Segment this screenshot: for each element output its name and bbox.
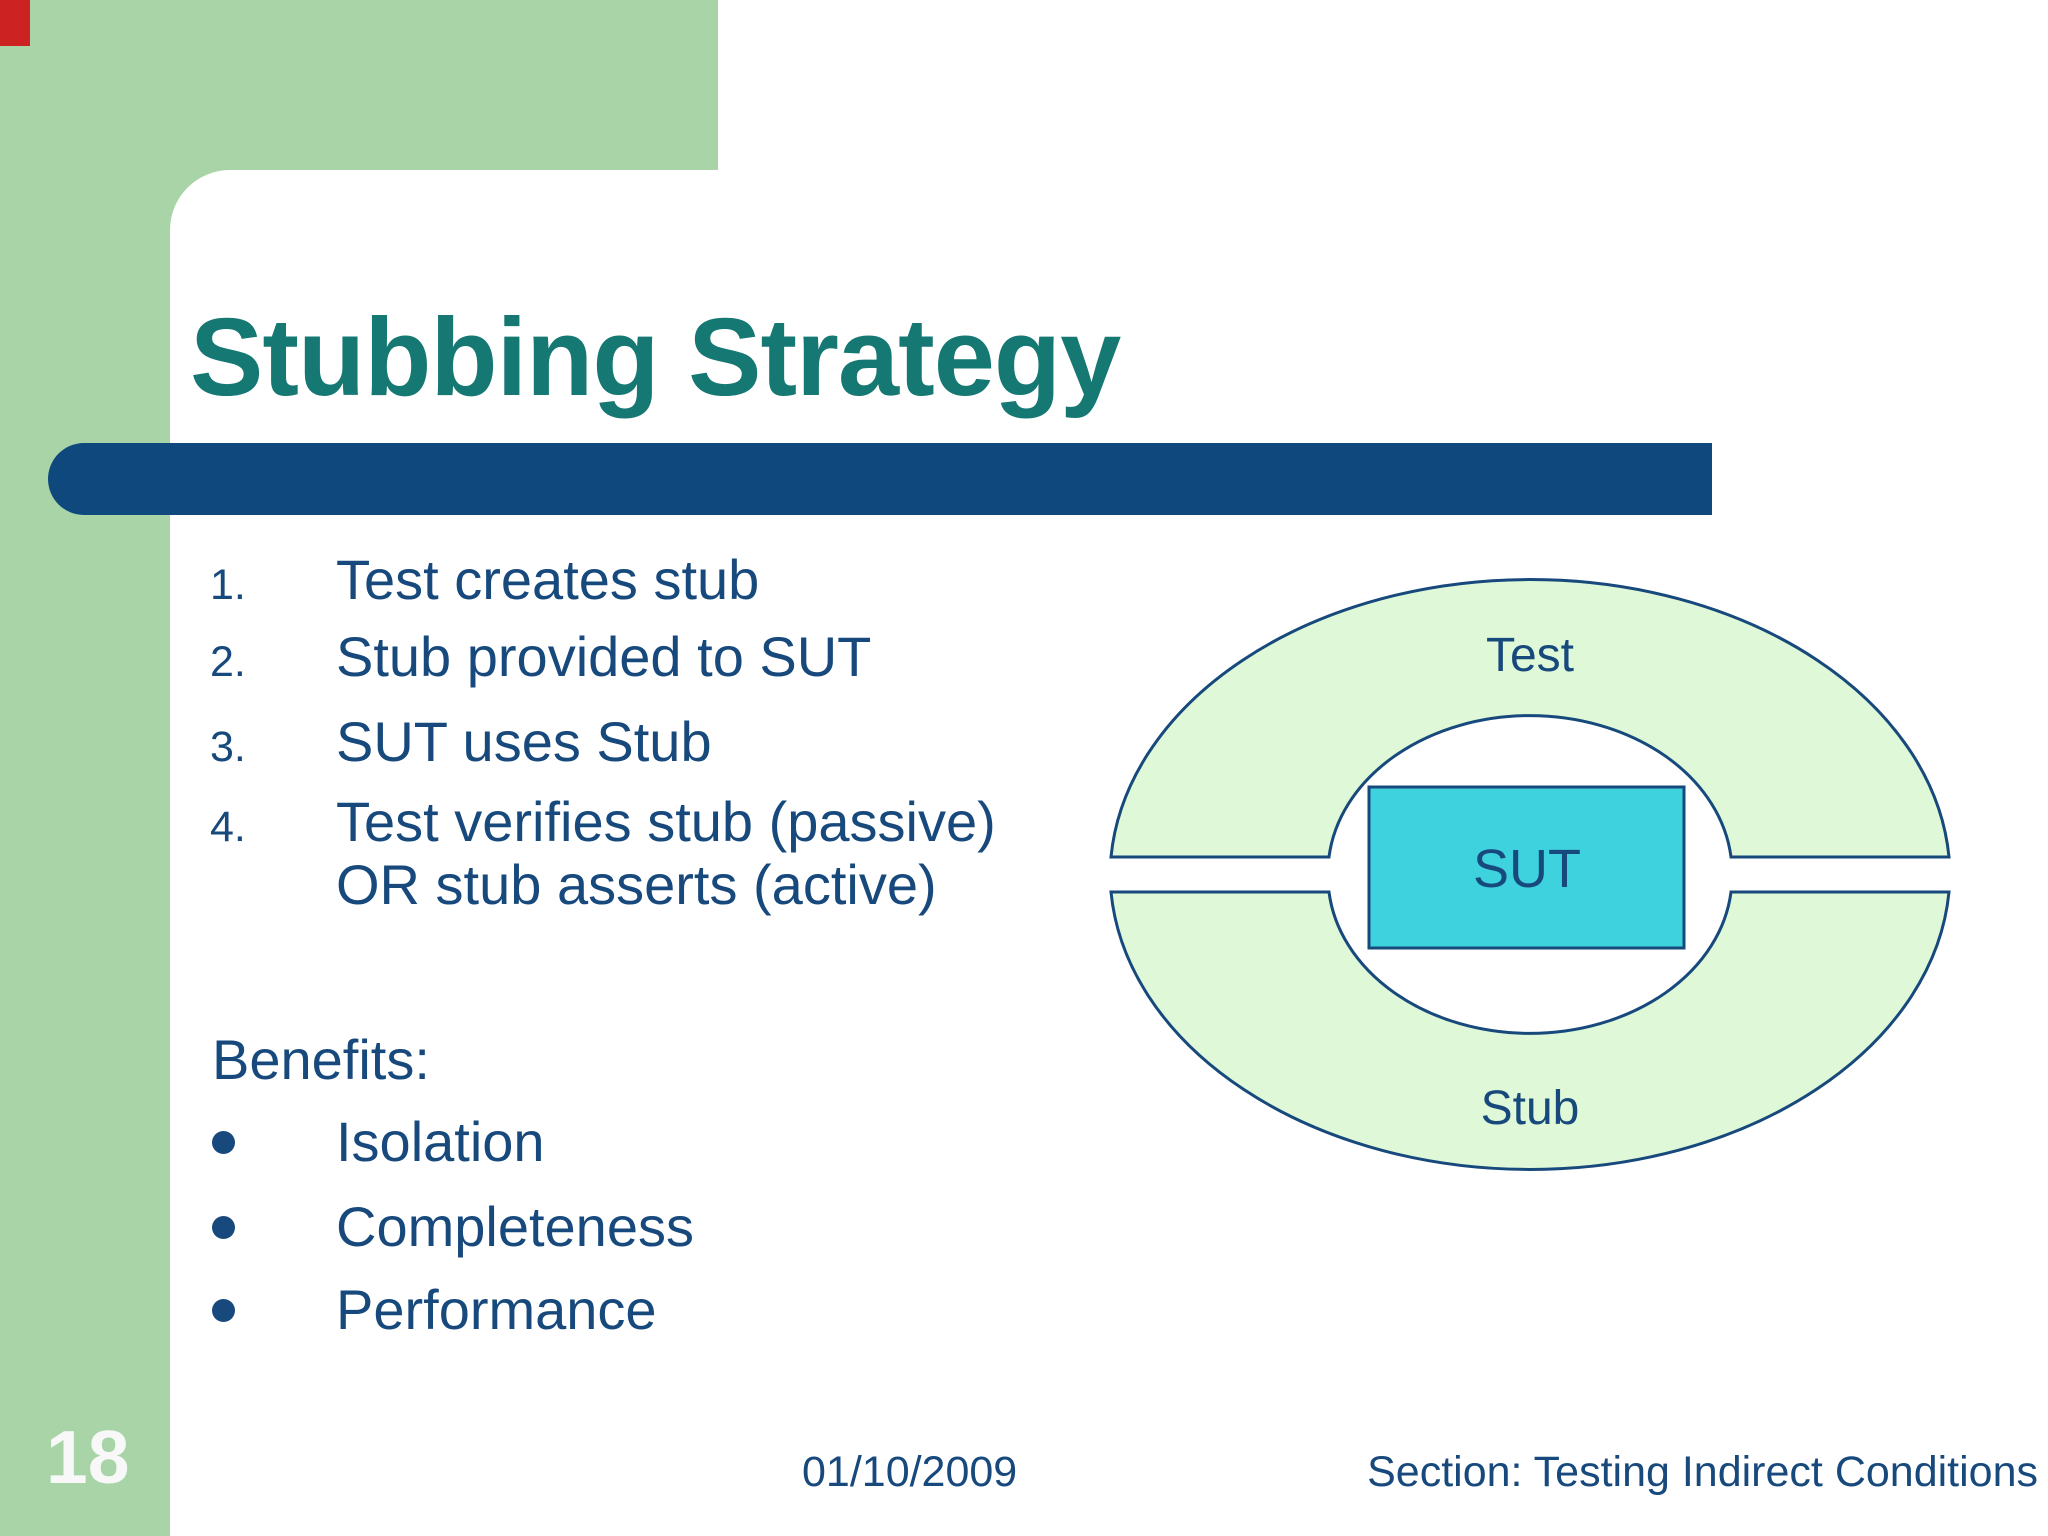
diagram-stub-ring <box>1109 890 1951 1171</box>
title-underline-bar <box>48 443 1712 515</box>
step-row-3: 3. SUT uses Stub <box>210 710 712 774</box>
diagram-label-test: Test <box>1486 629 1574 682</box>
benefit-row-2: Completeness <box>212 1195 694 1259</box>
step-number: 2. <box>210 638 246 686</box>
benefit-text: Performance <box>336 1278 657 1341</box>
slide-title: Stubbing Strategy <box>190 296 1121 419</box>
diagram-test-ring <box>1109 578 1951 859</box>
step-number: 1. <box>210 561 246 609</box>
step-text: Stub provided to SUT <box>336 625 872 688</box>
step-text: OR stub asserts (active) <box>336 852 937 916</box>
step-row-1: 1. Test creates stub <box>210 548 760 612</box>
diagram-label-stub: Stub <box>1481 1082 1580 1135</box>
bullet-icon <box>212 1298 235 1322</box>
footer-date: 01/10/2009 <box>802 1448 1018 1496</box>
step-text: SUT uses Stub <box>336 710 712 773</box>
step-number: 3. <box>210 723 246 771</box>
step-text: Test verifies stub (passive) <box>336 790 996 853</box>
benefit-row-3: Performance <box>212 1278 657 1342</box>
step-row-2: 2. Stub provided to SUT <box>210 625 872 689</box>
page-number: 18 <box>46 1415 130 1499</box>
green-sidebar <box>0 0 170 1536</box>
step-number: 4. <box>210 803 246 851</box>
benefit-text: Isolation <box>336 1110 545 1173</box>
bullet-icon <box>212 1215 235 1239</box>
benefit-text: Completeness <box>336 1195 694 1258</box>
footer-section: Section: Testing Indirect Conditions <box>1367 1448 2038 1496</box>
step-row-4: 4. Test verifies stub (passive) OR stub … <box>210 790 996 916</box>
bullet-icon <box>212 1130 235 1154</box>
sut-box <box>1367 785 1686 950</box>
step-text: Test creates stub <box>336 548 760 611</box>
red-corner-marker <box>0 0 30 46</box>
benefits-heading: Benefits: <box>212 1028 430 1091</box>
diagram-label-sut: SUT <box>1473 839 1581 899</box>
sut-diagram: Test SUT Stub <box>1109 578 1951 1171</box>
benefit-row-1: Isolation <box>212 1110 545 1174</box>
